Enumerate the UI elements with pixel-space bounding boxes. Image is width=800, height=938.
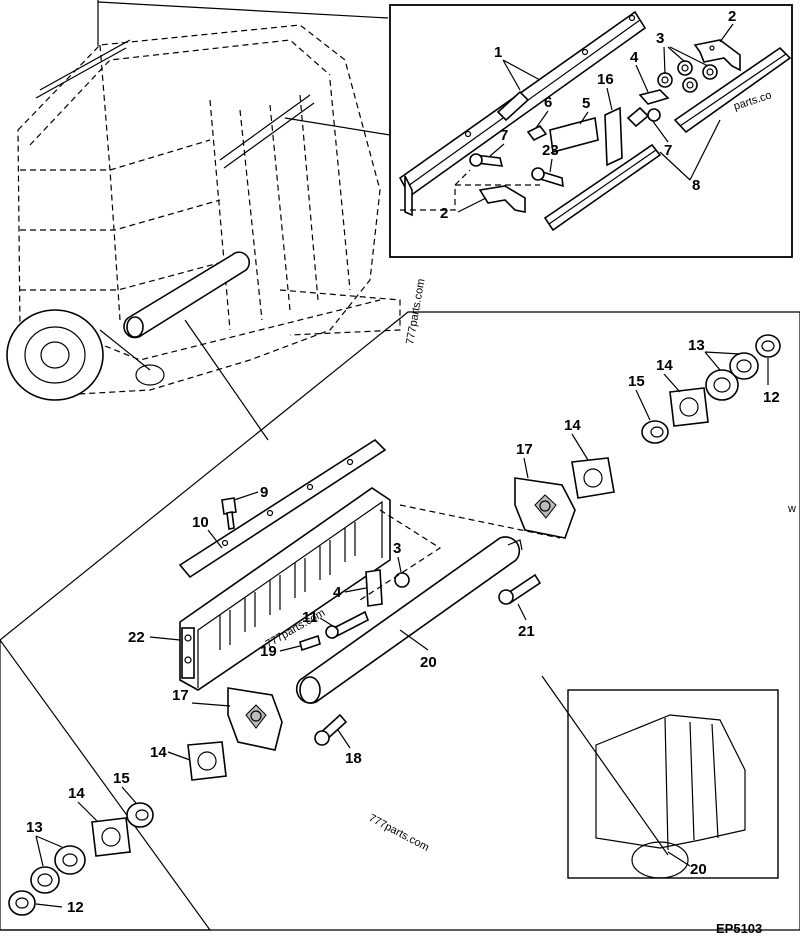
leader-to-locator	[541, 675, 669, 856]
inset-panel	[389, 4, 793, 258]
leader-mid-to-inset	[284, 117, 391, 136]
label-20-locator: 20	[690, 861, 707, 878]
part-15-bearing-lower	[126, 802, 154, 828]
label-4-main: 4	[333, 584, 342, 601]
label-12-upper: 12	[763, 389, 780, 406]
part-20-roller	[295, 536, 523, 704]
part-13-washers-upper	[705, 352, 759, 401]
part-13-washers-lower	[30, 845, 86, 894]
label-10: 10	[192, 514, 209, 531]
figure-code: EP5103	[716, 921, 762, 936]
part-14-flange-far	[669, 387, 709, 427]
assembly-dashes-main	[359, 504, 561, 601]
part-14-flange-lower-far	[91, 817, 131, 857]
label-14-lower: 14	[150, 744, 167, 761]
label-1: 1	[494, 44, 502, 61]
part-21-bolt	[498, 573, 542, 605]
inset-leaders	[457, 23, 734, 213]
label-7-left: 7	[500, 127, 508, 144]
label-8: 8	[692, 177, 700, 194]
part-17-plate-upper	[514, 477, 576, 539]
label-19: 19	[260, 643, 277, 660]
part-15-bearing-upper	[641, 420, 669, 444]
part-12-bushing-lower	[8, 890, 36, 916]
label-16: 16	[597, 71, 614, 88]
leader-top-to-inset	[97, 1, 389, 19]
watermark-bottom: 777parts.com	[367, 812, 431, 854]
label-9: 9	[260, 484, 268, 501]
label-13-upper: 13	[688, 337, 705, 354]
leader-roller	[184, 319, 269, 441]
locator-inset	[567, 689, 779, 879]
label-21: 21	[518, 623, 535, 640]
label-14-upper: 14	[564, 417, 581, 434]
main-leaders	[35, 351, 769, 908]
part-3-washer	[394, 572, 410, 588]
label-14-far: 14	[656, 357, 673, 374]
label-6: 6	[544, 94, 552, 111]
label-23: 23	[542, 142, 559, 159]
label-3-main: 3	[393, 540, 401, 557]
part-10-holes	[221, 458, 354, 547]
label-20: 20	[420, 654, 437, 671]
label-7-right: 7	[664, 142, 672, 159]
main-panel	[0, 311, 800, 931]
label-14-lower-far: 14	[68, 785, 85, 802]
part-10-strip	[178, 438, 387, 579]
label-17-upper: 17	[516, 441, 533, 458]
label-2-top: 2	[728, 8, 736, 25]
label-11: 11	[302, 609, 318, 626]
part-4-plate	[365, 569, 383, 607]
label-3: 3	[656, 30, 664, 47]
inset-callouts: 1 2 3 4 5 16 6 7 23 7 8 2	[440, 8, 736, 222]
part-14-flange-lower	[187, 741, 227, 781]
baler-outline	[6, 24, 401, 401]
label-5: 5	[582, 95, 590, 112]
label-18: 18	[345, 750, 362, 767]
label-4: 4	[630, 49, 639, 66]
watermark-edge: w	[787, 503, 796, 515]
part-11-bolt	[325, 610, 369, 640]
part-14-flange-upper	[571, 457, 615, 499]
part-19-pin	[299, 634, 321, 652]
label-2-bottom: 2	[440, 205, 448, 222]
label-13-lower: 13	[26, 819, 43, 836]
part-22-frame	[179, 487, 391, 691]
label-15-upper: 15	[628, 373, 645, 390]
label-22: 22	[128, 629, 145, 646]
part-18-bolt	[314, 713, 348, 746]
part-12-bushing-upper	[755, 334, 781, 358]
part-9-bolt	[221, 497, 237, 530]
main-callouts: 9 10 3 4 11 19 22 20 21 17 14 15 14 13 1…	[26, 337, 780, 916]
label-15-lower: 15	[113, 770, 130, 787]
label-17-lower: 17	[172, 687, 189, 704]
part-17-plate-lower	[227, 687, 283, 751]
label-12-lower: 12	[67, 899, 84, 916]
